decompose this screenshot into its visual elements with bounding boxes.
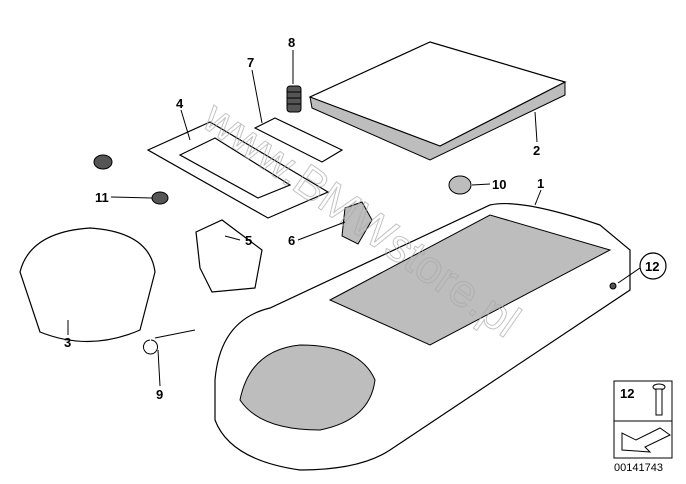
- label-1: 1: [537, 176, 544, 191]
- label-3: 3: [64, 335, 71, 350]
- label-8: 8: [288, 35, 295, 50]
- legend-label-12: 12: [620, 386, 634, 401]
- part-11-clips[interactable]: [93, 154, 169, 205]
- label-6: 6: [288, 233, 295, 248]
- label-5: 5: [245, 233, 252, 248]
- label-11: 11: [95, 190, 109, 205]
- arrow-icon: [621, 427, 671, 453]
- label-2: 2: [533, 143, 540, 158]
- screw-icon: [652, 383, 666, 416]
- label-10: 10: [492, 177, 506, 192]
- part-9-spring[interactable]: [143, 329, 196, 355]
- label-7: 7: [247, 55, 254, 70]
- part-8-spring[interactable]: [286, 85, 302, 113]
- part-5-holder[interactable]: [195, 219, 263, 293]
- label-9: 9: [156, 387, 163, 402]
- part-6-latch[interactable]: [341, 201, 373, 245]
- part-4-frame[interactable]: [146, 121, 330, 219]
- part-10-grommet[interactable]: [448, 175, 472, 195]
- part-2-lid[interactable]: [308, 41, 567, 161]
- diagram-number: 00141743: [614, 462, 663, 474]
- leader-lines: [67, 50, 641, 387]
- part-1-console[interactable]: [214, 202, 631, 471]
- part-3-cover[interactable]: [19, 227, 156, 343]
- legend-box: 12 00141743: [613, 380, 673, 474]
- label-12-circle: [639, 252, 667, 280]
- label-12: 12: [645, 259, 659, 274]
- part-7-bracket[interactable]: [253, 117, 344, 163]
- label-4: 4: [176, 96, 184, 111]
